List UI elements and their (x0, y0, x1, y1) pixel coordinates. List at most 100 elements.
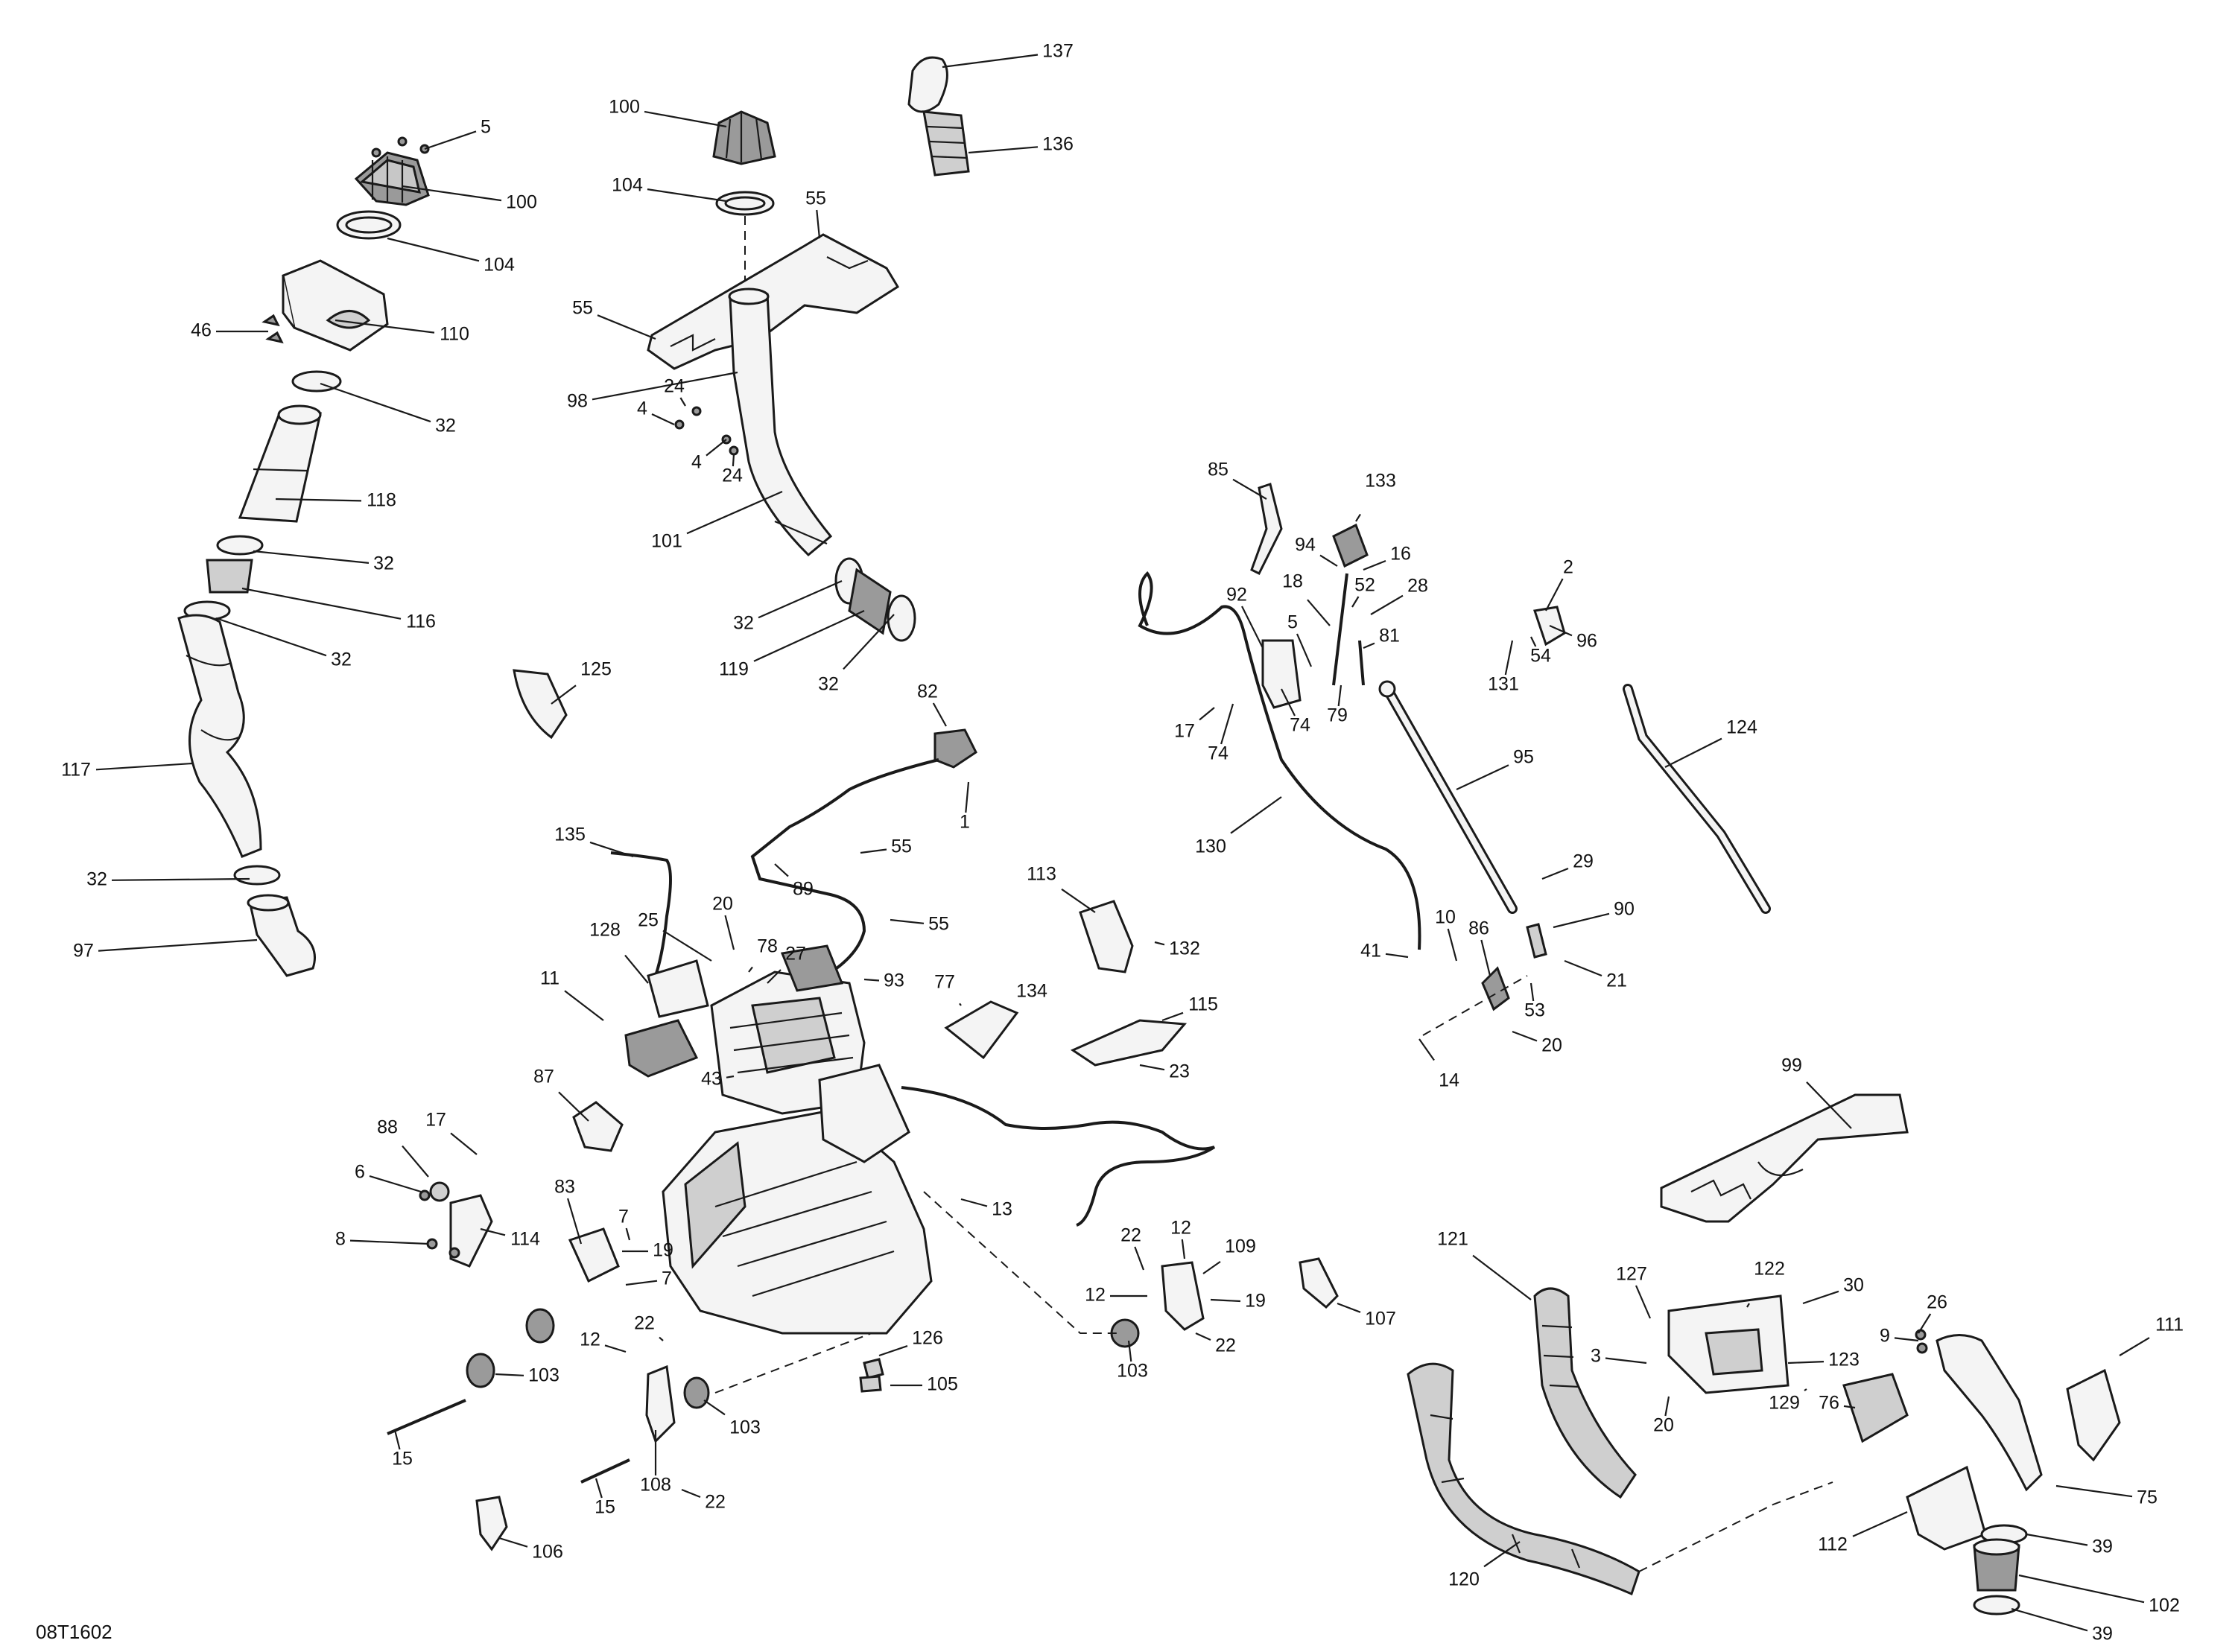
callout-label: 3 (1591, 1346, 1601, 1367)
callout-label: 41 (1360, 941, 1381, 962)
callout-label: 17 (425, 1110, 446, 1131)
callout-leader-line (402, 1145, 429, 1178)
pin-90 (1526, 923, 1547, 959)
callout-label: 19 (1245, 1291, 1266, 1312)
callout-label: 7 (618, 1207, 629, 1227)
callout-label: 103 (1117, 1361, 1148, 1382)
callout-leader-line (111, 877, 250, 881)
callout-leader-line (558, 1091, 589, 1122)
rod-79-81 (1332, 573, 1365, 686)
callout-leader-line (1061, 888, 1096, 913)
heat-shield-98 (647, 233, 900, 370)
callout-leader-line (215, 617, 327, 657)
bracket-115 (1070, 1019, 1188, 1067)
bracket-107 (1299, 1257, 1339, 1309)
ecu-11 (624, 1019, 699, 1078)
callout-leader-line (98, 938, 258, 952)
callout-leader-line (878, 1345, 908, 1357)
intake-bell-100-left (354, 151, 430, 206)
callout-label: 17 (1174, 721, 1195, 742)
drawing-code: 08T1602 (36, 1621, 112, 1643)
callout-label: 123 (1828, 1350, 1860, 1370)
clamp-32-mid (216, 535, 264, 556)
callout-leader-line (1281, 688, 1296, 717)
callout-label: 104 (484, 255, 515, 276)
callout-label: 22 (705, 1492, 726, 1513)
clamp-ring-104-left (336, 210, 402, 240)
callout-leader-line (651, 413, 675, 425)
intake-tube-118 (238, 404, 322, 523)
callout-label: 27 (785, 944, 806, 965)
silencer-102 (1973, 1538, 2020, 1592)
callout-label: 8 (335, 1229, 346, 1250)
callout-label: 94 (1295, 535, 1316, 556)
callout-label: 106 (532, 1542, 563, 1563)
callout-leader-line (2055, 1484, 2133, 1498)
clamp-32-bottom (233, 865, 281, 886)
callout-leader-line (564, 990, 604, 1021)
callout-leader-line (1447, 928, 1458, 962)
callout-leader-line (1456, 764, 1509, 790)
callout-leader-line (1472, 1254, 1532, 1300)
callout-label: 7 (662, 1268, 672, 1289)
cover-87 (572, 1101, 624, 1152)
callout-leader-line (1127, 1340, 1132, 1362)
callout-label: 88 (377, 1117, 398, 1138)
callout-leaders (95, 54, 2150, 1632)
callout-label: 133 (1365, 471, 1396, 492)
callout-label: 111 (2155, 1315, 2184, 1335)
callout-label: 74 (1290, 715, 1310, 736)
callout-label: 105 (927, 1374, 958, 1395)
callout-label: 39 (2092, 1537, 2113, 1557)
callout-leader-line (498, 1537, 528, 1548)
callout-label: 1 (960, 812, 970, 833)
callout-label: 22 (1215, 1335, 1236, 1356)
callout-label: 109 (1225, 1236, 1256, 1257)
callout-leader-line (253, 550, 370, 564)
mount-103-left (466, 1353, 495, 1388)
callout-leader-line (1635, 1285, 1652, 1319)
callout-leader-line (724, 915, 735, 950)
callout-label: 55 (891, 836, 912, 857)
cable-135 (610, 851, 672, 976)
callout-label: 9 (1880, 1326, 1890, 1347)
coupler-116 (206, 559, 253, 594)
intake-duct-117 (177, 614, 262, 858)
callout-label: 28 (1407, 576, 1428, 597)
callout-label: 81 (1379, 626, 1400, 646)
mount-103-center (683, 1376, 710, 1409)
bracket-109 (1161, 1261, 1205, 1331)
callout-label: 103 (729, 1417, 761, 1438)
callout-leader-line (644, 110, 727, 128)
callout-leader-line (960, 1198, 988, 1207)
heat-shield-111 (2066, 1368, 2121, 1462)
callout-label: 52 (1354, 575, 1375, 596)
callout-label: 118 (367, 490, 396, 511)
lever-85 (1250, 483, 1283, 576)
knob-133 (1332, 523, 1369, 568)
callout-leader-line (1337, 684, 1342, 707)
bracket-106 (475, 1496, 508, 1551)
assembly-line-lower (923, 1191, 1118, 1334)
callout-label: 117 (61, 760, 91, 781)
callout-label: 124 (1726, 717, 1757, 738)
callout-label: 76 (1819, 1393, 1839, 1414)
callout-label: 121 (1437, 1229, 1468, 1250)
callout-label: 115 (1188, 994, 1218, 1015)
callout-leader-line (1529, 982, 1535, 1002)
callout-label: 19 (653, 1240, 673, 1261)
callout-label: 122 (1754, 1259, 1785, 1280)
deflector-125 (513, 669, 568, 740)
coupler-119 (848, 568, 892, 635)
callout-label: 29 (1573, 851, 1594, 872)
mount-103-left-upper (525, 1308, 555, 1344)
callout-label: 10 (1435, 907, 1456, 928)
callout-label: 112 (1818, 1534, 1848, 1555)
callout-label: 104 (612, 175, 643, 196)
callout-label: 32 (435, 416, 456, 436)
callout-leader-line (767, 969, 782, 984)
callout-leader-line (1370, 594, 1404, 615)
callout-leader-line (686, 490, 783, 535)
callout-leader-line (1664, 1396, 1670, 1417)
callout-leader-line (2026, 1533, 2088, 1546)
